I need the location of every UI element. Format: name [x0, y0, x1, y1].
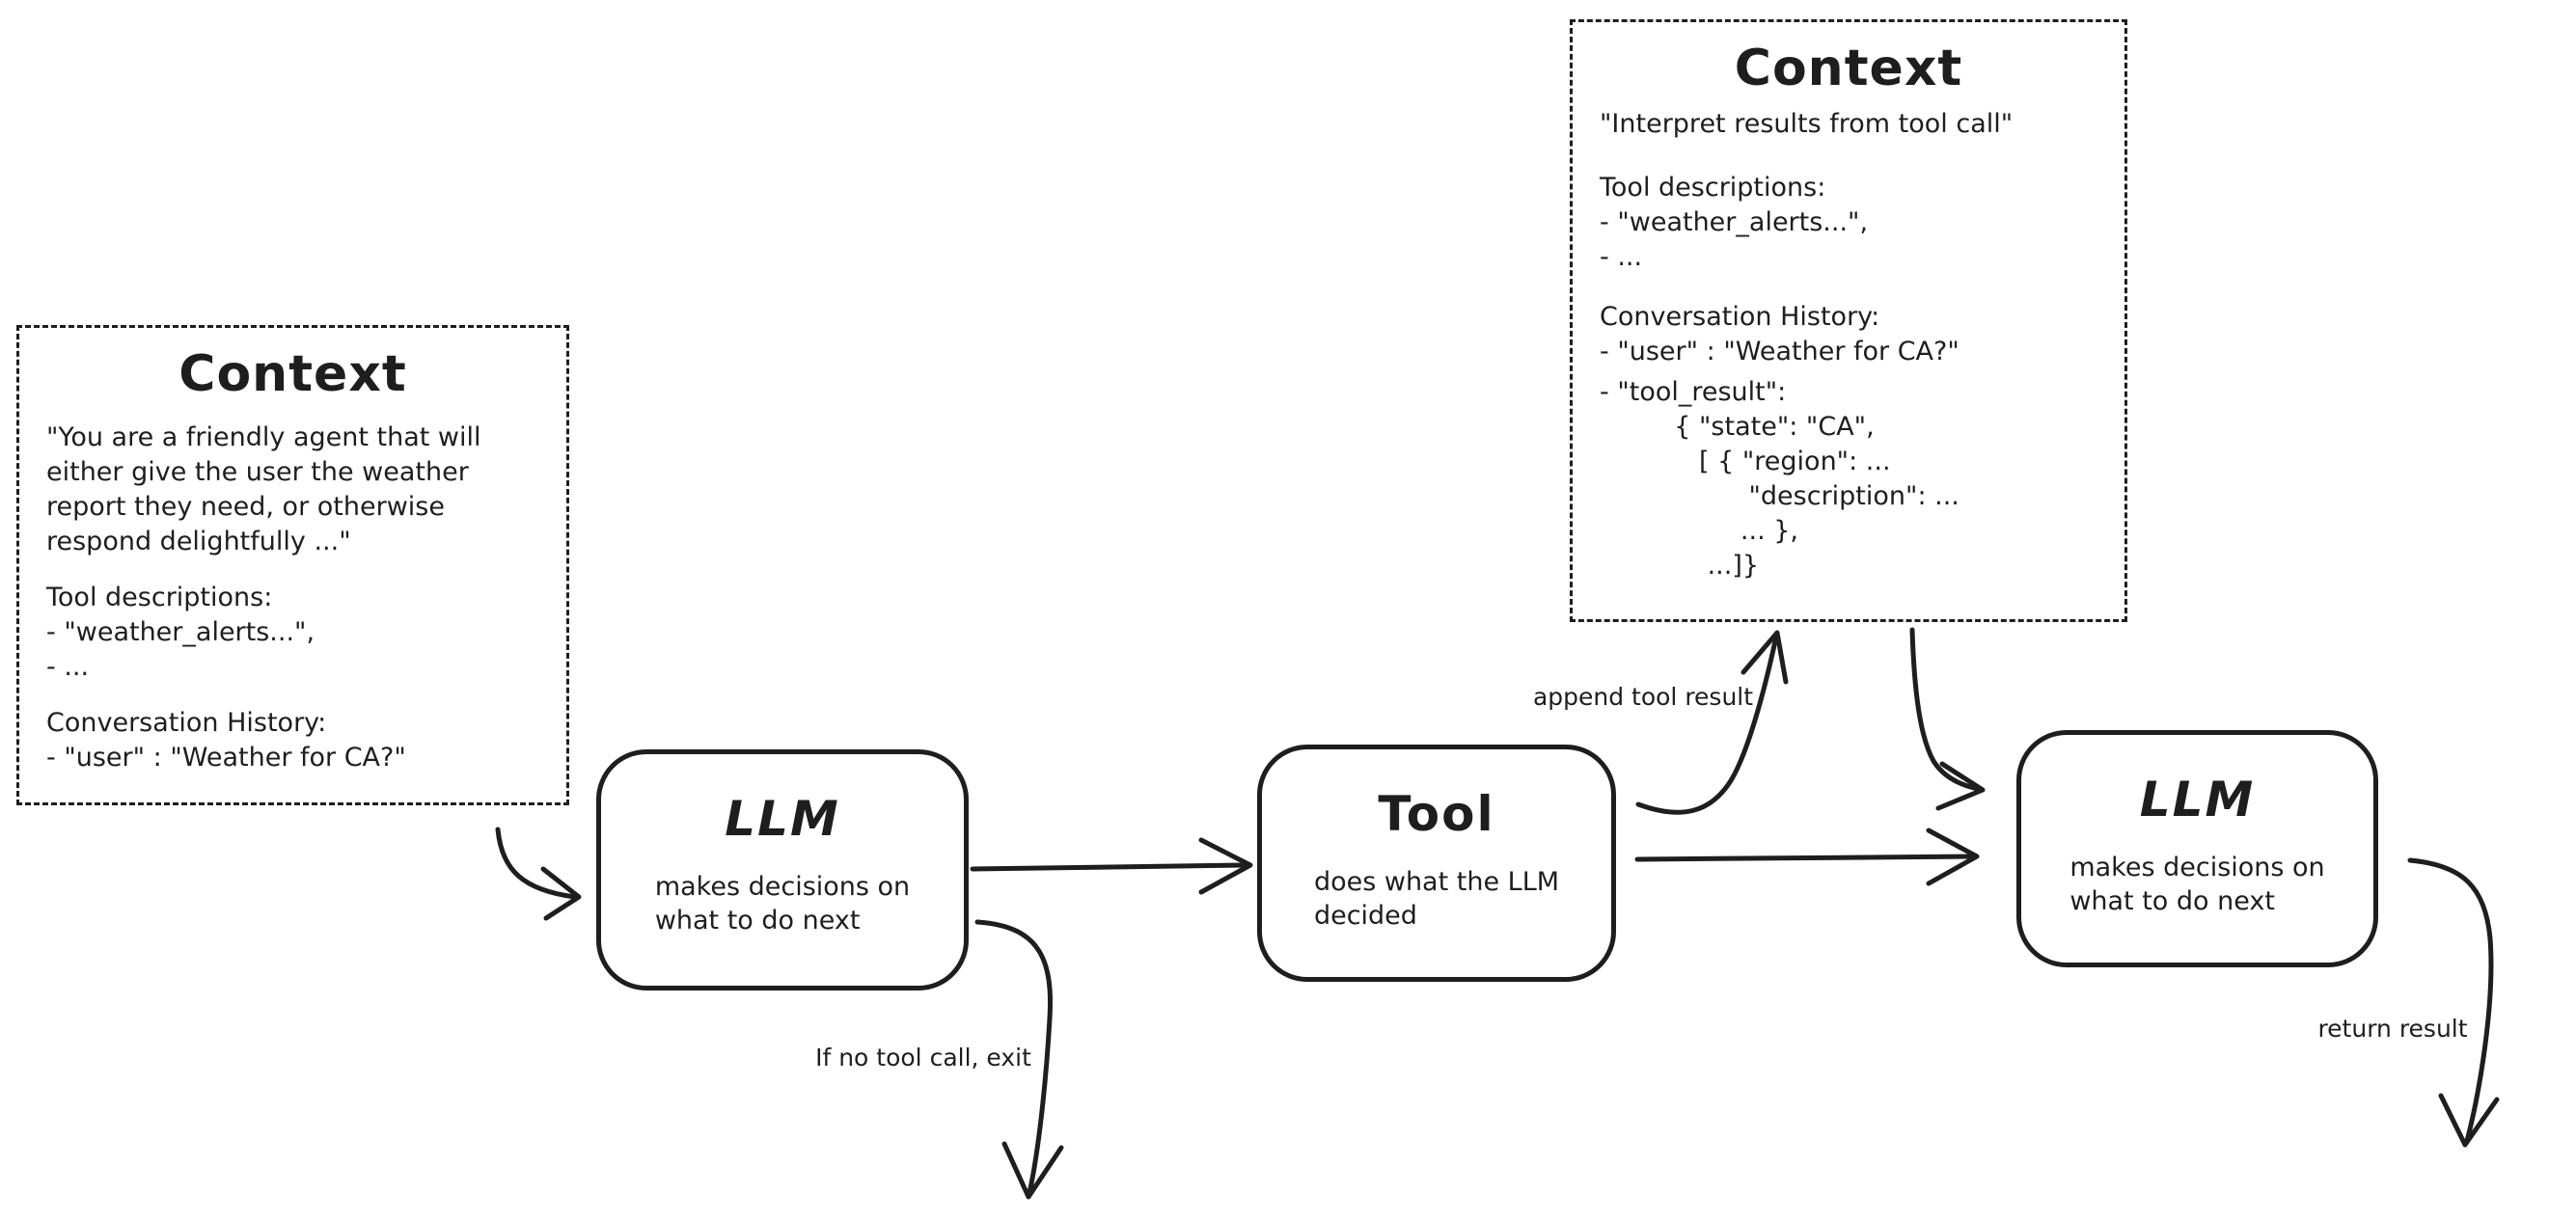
- node-title: Tool: [1378, 786, 1495, 842]
- arrow-context-to-llm2-head: [1935, 761, 1986, 811]
- tool-descriptions-text: Tool descriptions: - "weather_alerts..."…: [46, 583, 315, 682]
- node-title: LLM: [725, 791, 840, 847]
- arrow-llm2-return: [2407, 857, 2494, 1144]
- arrow-tool-to-context: [1635, 634, 1779, 815]
- context-box-after-tool: Context "Interpret results from tool cal…: [1570, 19, 2127, 622]
- system-prompt-text: "You are a friendly agent that will eith…: [46, 422, 481, 556]
- llm-node-2: LLM makes decisions on what to do next: [2016, 730, 2378, 967]
- tool-node: Tool does what the LLM decided: [1257, 745, 1616, 982]
- arrow-llm1-to-tool-head: [1198, 837, 1253, 895]
- arrow-llm2-return-head: [2438, 1093, 2500, 1148]
- arrow-tool-to-llm2-head: [1926, 828, 1980, 886]
- node-title: LLM: [2139, 772, 2256, 828]
- node-subtitle: does what the LLM decided: [1313, 867, 1560, 931]
- context-box-initial: Context "You are a friendly agent that w…: [16, 325, 569, 805]
- context-title: Context: [178, 345, 407, 403]
- arrow-context-to-llm1-head: [540, 866, 582, 921]
- conversation-history-text: Conversation History: - "user" : "Weathe…: [1600, 302, 1959, 366]
- node-subtitle: makes decisions on what to do next: [654, 872, 911, 936]
- conversation-history-text: Conversation History: - "user" : "Weathe…: [46, 708, 406, 773]
- system-prompt-text: "Interpret results from tool call": [1600, 109, 2014, 139]
- tool-descriptions-text: Tool descriptions: - "weather_alerts..."…: [1600, 173, 1869, 272]
- arrow-tool-to-context-head: [1740, 630, 1789, 685]
- arrow-context-to-llm2: [1909, 627, 1982, 792]
- edge-label-return-result: return result: [2317, 1015, 2468, 1043]
- arrow-tool-to-llm2: [1634, 854, 1975, 862]
- arrow-context-to-llm1: [495, 827, 578, 900]
- tool-result-text: - "tool_result": { "state": "CA", [ { "r…: [1600, 377, 1959, 581]
- arrow-llm1-to-tool: [970, 862, 1248, 872]
- edge-label-if-no-tool-call-exit: If no tool call, exit: [815, 1044, 1031, 1072]
- arrow-llm1-exit-head: [1001, 1141, 1064, 1200]
- context-title: Context: [1734, 40, 1963, 97]
- node-subtitle: makes decisions on what to do next: [2069, 853, 2325, 916]
- llm-node-1: LLM makes decisions on what to do next: [596, 749, 969, 990]
- edge-label-append-tool-result: append tool result: [1532, 683, 1754, 711]
